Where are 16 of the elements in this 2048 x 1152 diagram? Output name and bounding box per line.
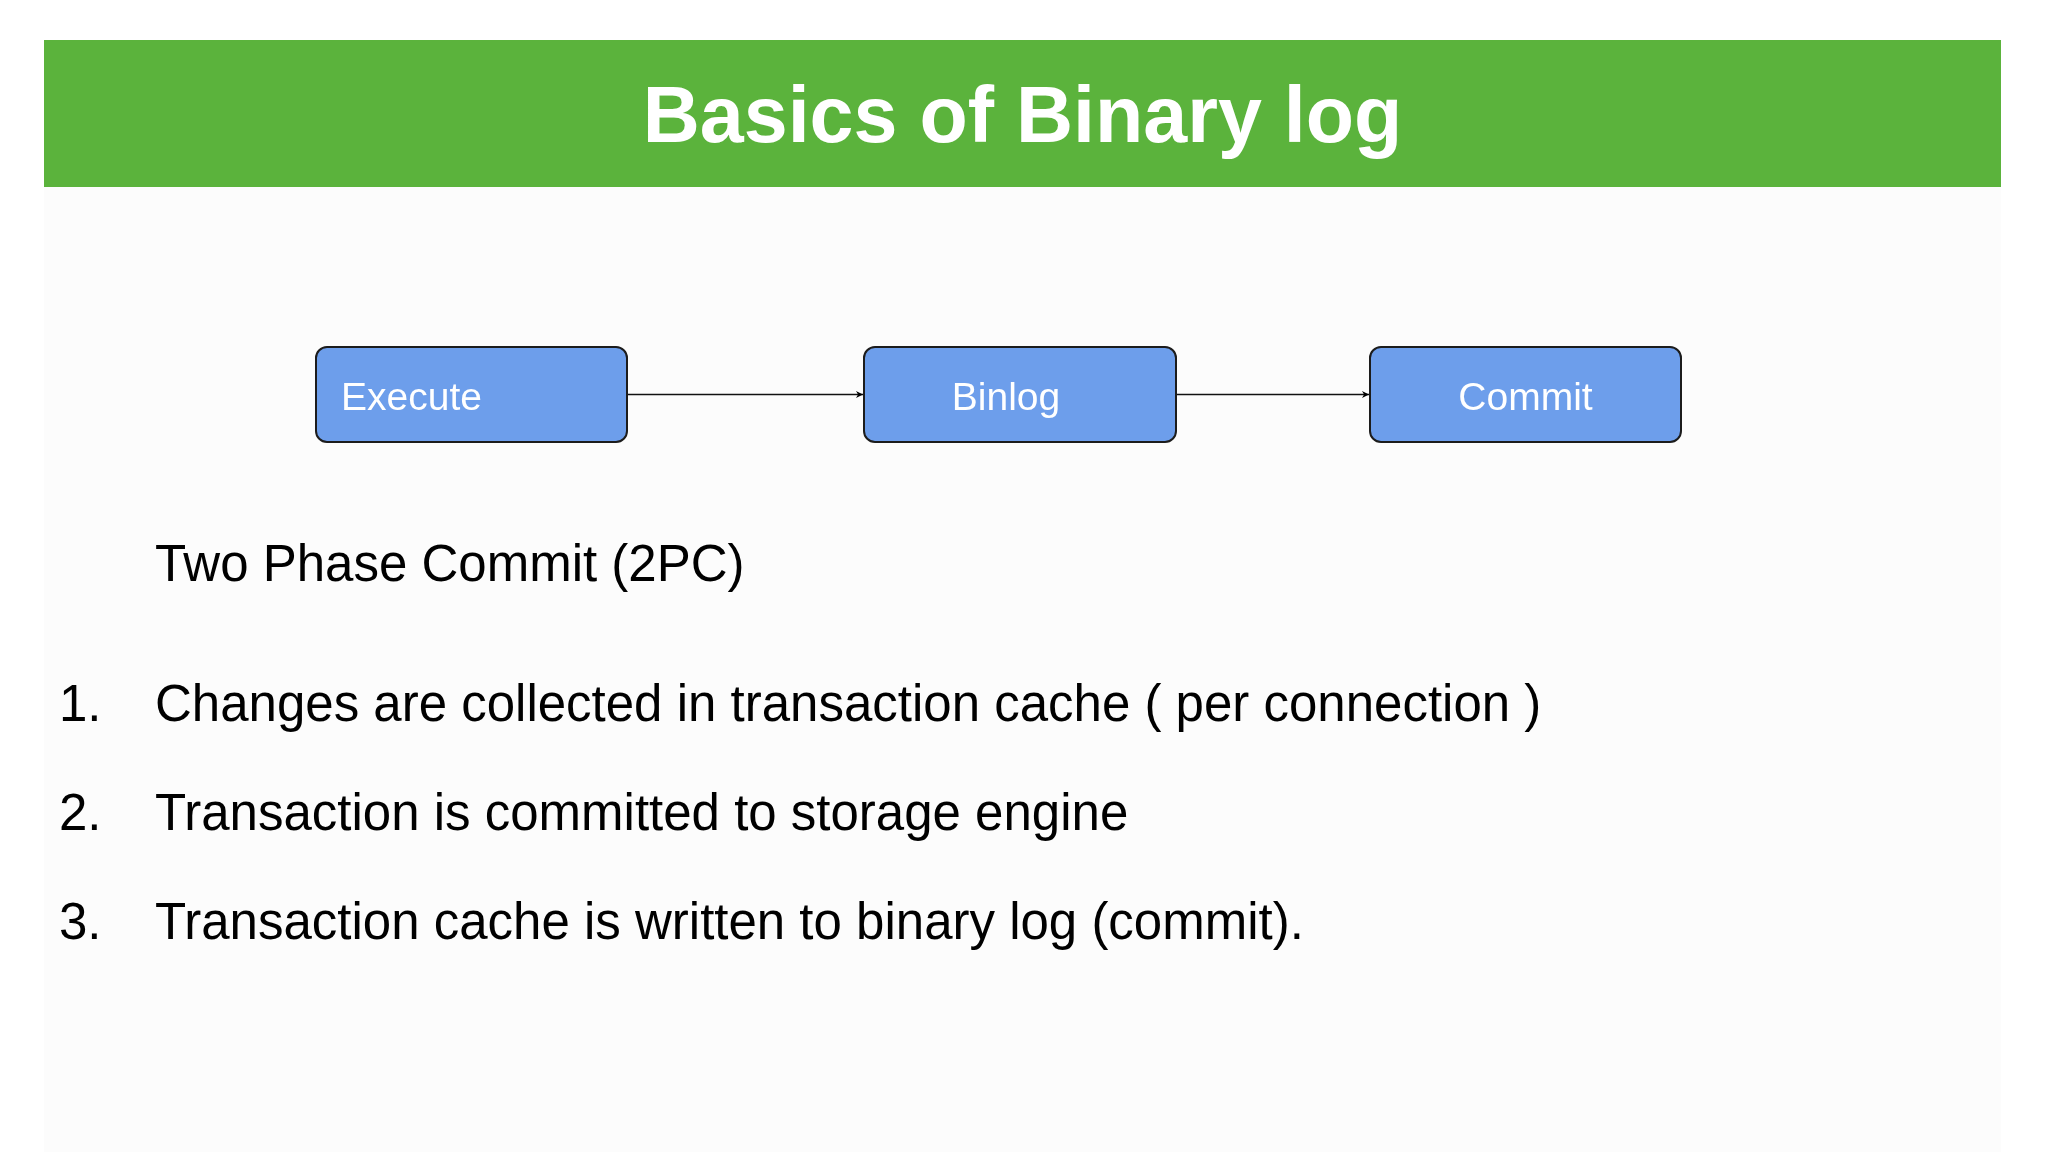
arrow <box>1176 391 1370 398</box>
process-box <box>315 346 628 443</box>
box-label: Execute <box>341 374 482 420</box>
box-label: Commit <box>1458 374 1593 420</box>
list-item-text: Transaction cache is written to binary log (commit). <box>155 892 1304 952</box>
slide-title: Basics of Binary log <box>642 69 1403 162</box>
process-box <box>863 346 1177 443</box>
list-item-text: Changes are collected in transaction cache ( per connection ) <box>155 674 1542 734</box>
box-label: Binlog <box>951 374 1061 420</box>
list-item-text: Transaction is committed to storage engine <box>155 783 1129 843</box>
subheading: Two Phase Commit (2PC) <box>155 534 745 594</box>
process-box <box>1369 346 1682 443</box>
list-number: 1. <box>59 674 102 734</box>
arrow <box>627 391 864 398</box>
list-number: 2. <box>59 783 102 843</box>
list-number: 3. <box>59 892 102 952</box>
